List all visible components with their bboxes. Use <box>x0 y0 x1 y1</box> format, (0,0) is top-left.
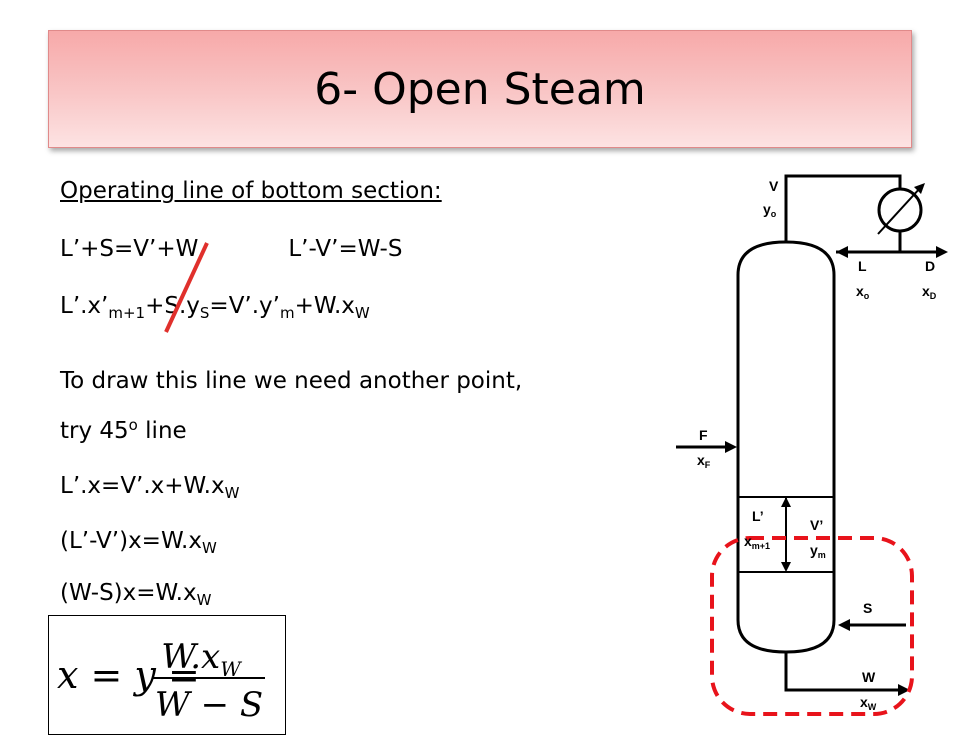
result-formula-box: x = y = W.xW W − S <box>48 615 286 735</box>
para-text-1: To draw this line we need another point, <box>60 368 523 394</box>
bottom-section-highlight <box>710 536 914 716</box>
eq2-part4: +W.x <box>294 293 355 319</box>
steam-arrowhead <box>838 619 850 631</box>
label-xD: xD <box>922 283 937 301</box>
feed-arrowhead <box>725 441 737 453</box>
formula-lhs: x = y = <box>57 653 200 697</box>
label-D: D <box>925 258 935 274</box>
eq2-sub1: m+1 <box>108 304 146 322</box>
eq3-part1: L’.x=V’.x+W.x <box>60 473 225 499</box>
label-xm1: xm+1 <box>744 533 770 551</box>
equation-balance: L’+S=V’+W L’-V’=W-S <box>60 236 402 262</box>
label-S: S <box>863 600 872 616</box>
para-text-2a: try 45 <box>60 418 129 444</box>
vapor-overhead-line <box>784 174 902 242</box>
eq5-sub1: W <box>196 591 212 609</box>
formula-denominator: W − S <box>155 685 263 725</box>
paragraph-line-2: try 45o line <box>60 416 187 445</box>
equation-rearranged: (L’-V’)x=W.xW <box>60 528 217 557</box>
eq3-sub1: W <box>224 484 240 502</box>
heading-text: Operating line of bottom section: <box>60 178 442 204</box>
label-F: F <box>699 427 708 443</box>
equation-overall: L’+S=V’+W <box>60 236 199 262</box>
degree-sup: o <box>128 416 138 434</box>
slide-title: 6- Open Steam <box>314 63 646 115</box>
label-xW: xW <box>860 694 877 712</box>
eq2-sub2: S <box>199 304 210 322</box>
para-text-2b: line <box>137 418 187 444</box>
paragraph-line-1: To draw this line we need another point, <box>60 368 522 394</box>
formula-numerator: W.xW <box>161 637 242 681</box>
label-yo: yo <box>763 201 777 219</box>
vapor-up-arrowhead <box>781 497 791 507</box>
label-L: L <box>858 258 867 274</box>
section-heading: Operating line of bottom section: <box>60 178 442 204</box>
eq4-part1: (L’-V’)x=W.x <box>60 528 202 554</box>
result-formula: x = y = W.xW W − S <box>57 637 265 725</box>
label-Vprime: V’ <box>810 517 823 533</box>
condenser-arrowhead <box>914 183 925 194</box>
distillate-arrowhead <box>936 246 948 258</box>
label-xF: xF <box>697 452 711 470</box>
eq4-sub1: W <box>201 539 217 557</box>
distillation-column-diagram: V yo L xo D xD F xF L’ xm+1 V’ ym S W xW <box>164 174 948 716</box>
reflux-arrowhead <box>836 246 848 258</box>
condenser-arrow <box>877 186 922 235</box>
eq5-part1: (W-S)x=W.x <box>60 580 197 606</box>
equation-substituted: (W-S)x=W.xW <box>60 580 212 609</box>
column-shell <box>736 240 836 654</box>
label-W: W <box>862 669 876 685</box>
strike-line <box>164 242 209 333</box>
label-Lprime: L’ <box>752 508 764 524</box>
label-xo: xo <box>856 283 870 301</box>
eq2-sub4: W <box>354 304 370 322</box>
bottoms-line <box>784 652 900 692</box>
eq2-part1: L’.x’ <box>60 293 109 319</box>
liquid-down-arrowhead <box>781 562 791 572</box>
eq2-part3: =V’.y’ <box>209 293 280 319</box>
label-ym: ym <box>810 542 826 560</box>
bottoms-arrowhead <box>898 684 910 696</box>
title-banner: 6- Open Steam <box>48 30 912 148</box>
equation-difference: L’-V’=W-S <box>288 236 403 262</box>
eq2-sub3: m <box>279 304 295 322</box>
equation-45-line: L’.x=V’.x+W.xW <box>60 473 240 502</box>
label-V: V <box>769 178 779 194</box>
